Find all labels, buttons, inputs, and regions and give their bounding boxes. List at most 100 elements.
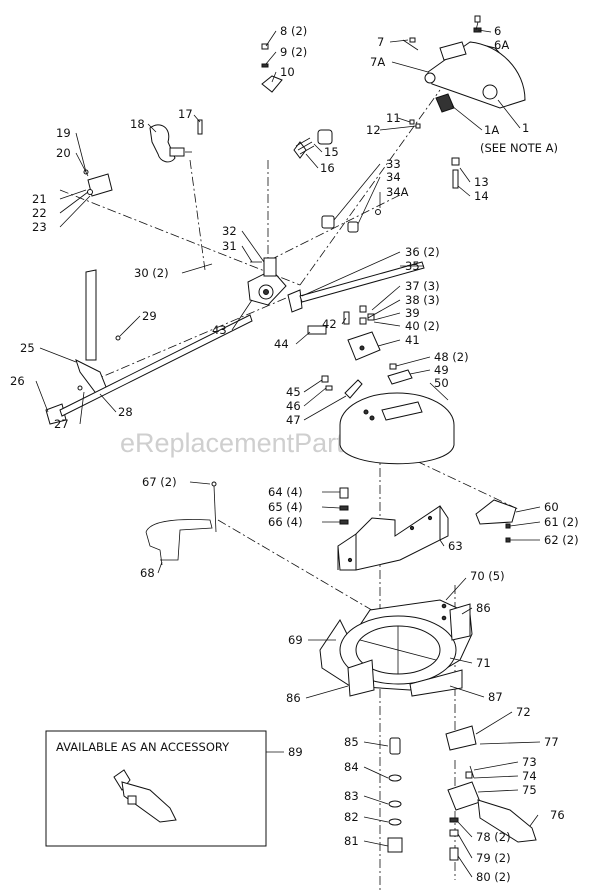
side-support xyxy=(145,481,217,566)
pointer-parts xyxy=(321,375,363,399)
callout-45: 45 xyxy=(286,385,301,399)
insert-screws xyxy=(387,363,413,385)
callout-14: 14 xyxy=(474,189,489,203)
callout-16: 16 xyxy=(320,161,335,175)
small-fasteners-top xyxy=(261,15,482,189)
callout-19: 19 xyxy=(56,126,71,140)
note-a-label: (SEE NOTE A) xyxy=(480,141,558,155)
callout-10: 10 xyxy=(280,65,295,79)
callout-12: 12 xyxy=(366,123,381,137)
callout-44: 44 xyxy=(274,337,289,351)
callout-86-lower: 86 xyxy=(286,691,301,705)
fence-rod-assembly xyxy=(45,269,253,425)
callout-87: 87 xyxy=(488,690,503,704)
callout-48: 48 (2) xyxy=(434,350,469,364)
callout-69: 69 xyxy=(288,633,303,647)
callout-35: 35 xyxy=(405,259,420,273)
callout-1: 1 xyxy=(522,121,529,135)
upper-blade-guard xyxy=(424,41,526,109)
callout-34: 34 xyxy=(386,170,401,184)
callout-25: 25 xyxy=(20,341,35,355)
callout-6a: 6A xyxy=(494,38,509,52)
leader-lines xyxy=(35,21,541,878)
callout-79: 79 (2) xyxy=(476,851,511,865)
callout-27: 27 xyxy=(54,417,69,431)
callout-78: 78 (2) xyxy=(476,830,511,844)
callout-36: 36 (2) xyxy=(405,245,440,259)
callout-labels: 1 1A (SEE NOTE A) 6 6A 7 7A 8 (2) 9 (2) … xyxy=(10,24,579,884)
callout-33: 33 xyxy=(386,157,401,171)
callout-81: 81 xyxy=(344,834,359,848)
callout-49: 49 xyxy=(434,363,449,377)
callout-70: 70 (5) xyxy=(470,569,505,583)
callout-74: 74 xyxy=(522,769,537,783)
callout-31: 31 xyxy=(222,239,237,253)
callout-7a: 7A xyxy=(370,55,385,69)
callout-30: 30 (2) xyxy=(134,266,169,280)
callout-41: 41 xyxy=(405,333,420,347)
callout-77: 77 xyxy=(544,735,559,749)
callout-82: 82 xyxy=(344,810,359,824)
bevel-bracket xyxy=(347,331,381,361)
callout-60: 60 xyxy=(544,500,559,514)
callout-26: 26 xyxy=(10,374,25,388)
callout-65: 65 (4) xyxy=(268,500,303,514)
callout-37: 37 (3) xyxy=(405,279,440,293)
callout-75: 75 xyxy=(522,783,537,797)
fence-bolts xyxy=(339,487,349,525)
callout-86-upper: 86 xyxy=(476,601,491,615)
callout-85: 85 xyxy=(344,735,359,749)
callout-29: 29 xyxy=(142,309,157,323)
clamp-block xyxy=(83,169,113,197)
callout-50: 50 xyxy=(434,376,449,390)
callout-71: 71 xyxy=(476,656,491,670)
callout-42: 42 xyxy=(322,317,337,331)
callout-22: 22 xyxy=(32,206,47,220)
lock-lever-assembly xyxy=(445,725,537,843)
callout-43: 43 xyxy=(212,323,227,337)
callout-89: 89 xyxy=(288,745,303,759)
callout-17: 17 xyxy=(178,107,193,121)
callout-1a: 1A xyxy=(484,123,499,137)
callout-62: 62 (2) xyxy=(544,533,579,547)
accessory-note: AVAILABLE AS AN ACCESSORY xyxy=(56,740,230,754)
guard-bracket xyxy=(435,93,455,113)
callout-6: 6 xyxy=(494,24,501,38)
callout-83: 83 xyxy=(344,789,359,803)
rear-fence xyxy=(337,505,449,571)
callout-72: 72 xyxy=(516,705,531,719)
callout-32: 32 xyxy=(222,224,237,238)
callout-63: 63 xyxy=(448,539,463,553)
callout-15: 15 xyxy=(324,145,339,159)
callout-13: 13 xyxy=(474,175,489,189)
callout-61: 61 (2) xyxy=(544,515,579,529)
callout-9: 9 (2) xyxy=(280,45,307,59)
callout-20: 20 xyxy=(56,146,71,160)
callout-66: 66 (4) xyxy=(268,515,303,529)
fence-insert-right xyxy=(475,499,517,543)
callout-23: 23 xyxy=(32,220,47,234)
base-assembly xyxy=(319,599,473,697)
callout-8: 8 (2) xyxy=(280,24,307,38)
callout-18: 18 xyxy=(130,117,145,131)
callout-68: 68 xyxy=(140,566,155,580)
callout-73: 73 xyxy=(522,755,537,769)
lock-handle xyxy=(149,119,203,163)
callout-34a: 34A xyxy=(386,185,409,199)
callout-84: 84 xyxy=(344,760,359,774)
stacked-fasteners xyxy=(387,737,459,861)
callout-76: 76 xyxy=(550,808,565,822)
accessory-box: AVAILABLE AS AN ACCESSORY xyxy=(45,730,267,847)
callout-39: 39 xyxy=(405,306,420,320)
callout-47: 47 xyxy=(286,413,301,427)
pivot-arm-assembly xyxy=(247,209,425,313)
callout-64: 64 (4) xyxy=(268,485,303,499)
spring-and-knob xyxy=(293,129,333,159)
callout-67: 67 (2) xyxy=(142,475,177,489)
callout-38: 38 (3) xyxy=(405,293,440,307)
callout-21: 21 xyxy=(32,192,47,206)
adjust-screws xyxy=(307,305,375,335)
callout-46: 46 xyxy=(286,399,301,413)
